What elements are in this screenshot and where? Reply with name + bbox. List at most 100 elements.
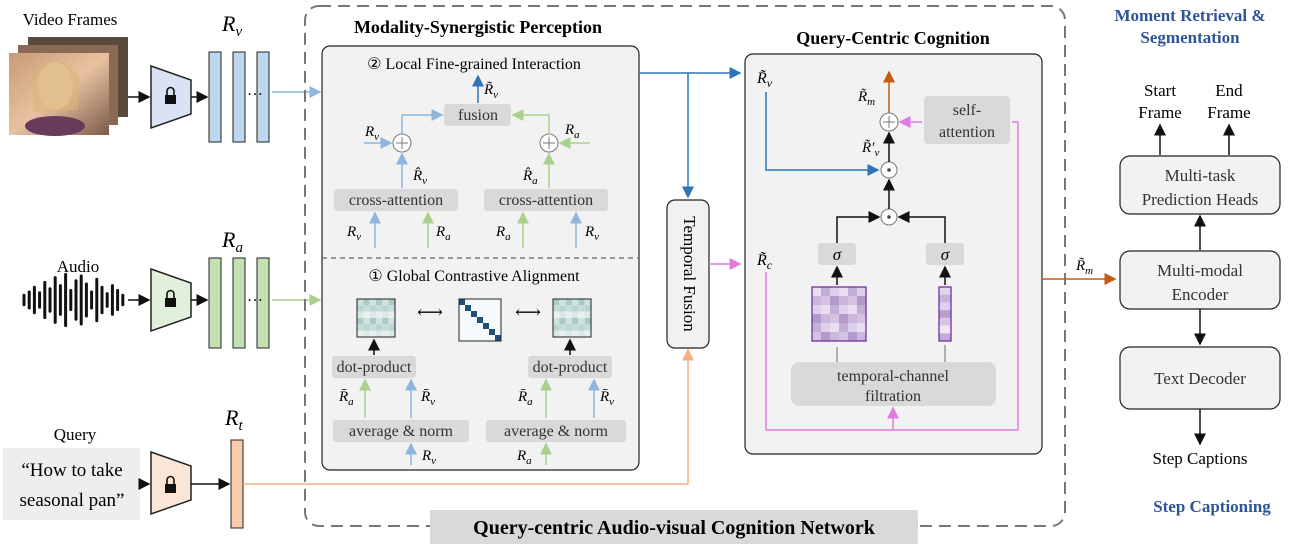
msp-title: Modality-Synergistic Perception — [354, 17, 602, 37]
matrix-cell — [812, 287, 821, 296]
matrix-cell — [565, 305, 572, 312]
matrix-cell — [459, 329, 465, 335]
matrix-cell — [388, 318, 395, 325]
average-norm-box-right — [486, 420, 626, 442]
matrix-cell — [471, 323, 477, 329]
matrix-cell — [376, 330, 383, 337]
matrix-cell — [572, 330, 579, 337]
vector-cell — [939, 317, 951, 326]
lock-icon — [165, 298, 176, 307]
matrix-cell — [459, 317, 465, 323]
matrix-cell — [578, 330, 585, 337]
matrix-cell — [388, 299, 395, 306]
qcc-box — [744, 53, 1043, 455]
vector-cell — [939, 294, 951, 303]
matrix-cell — [376, 305, 383, 312]
matrix-cell — [565, 330, 572, 337]
matrix-cell — [839, 305, 848, 314]
matrix-cell — [495, 329, 501, 335]
matrix-cell — [489, 311, 495, 317]
local-interaction-title: ② Local Fine-grained Interaction — [367, 56, 581, 73]
video-frames-label: Video Frames — [23, 10, 118, 29]
matrix-cell — [553, 311, 560, 318]
matrix-cell — [363, 299, 370, 306]
matrix-cell — [357, 330, 364, 337]
matrix-cell — [572, 318, 579, 325]
matrix-cell — [357, 324, 364, 331]
matrix-cell — [357, 299, 364, 306]
matrix-cell — [559, 305, 566, 312]
matrix-cell — [477, 305, 483, 311]
video-features: … — [208, 51, 270, 143]
matrix-cell — [376, 318, 383, 325]
audio-label: Audio — [57, 257, 100, 276]
sigma-box-left — [818, 243, 856, 265]
matrix-cell — [495, 335, 501, 341]
query-features — [230, 439, 244, 529]
matrix-cell — [477, 299, 483, 305]
matrix-cell — [357, 311, 364, 318]
matrix-cell — [559, 330, 566, 337]
matrix-cell — [565, 318, 572, 325]
cross-attention-box-right — [484, 189, 608, 211]
similarity-matrix-left — [356, 298, 396, 338]
matrix-cell — [553, 318, 560, 325]
start-frame-l2: Frame — [1138, 103, 1181, 122]
matrix-cell — [584, 324, 591, 331]
matrix-cell — [489, 329, 495, 335]
double-arrow-icon: ⟷ — [417, 302, 443, 322]
matrix-cell — [465, 311, 471, 317]
matrix-cell — [369, 330, 376, 337]
matrix-cell — [578, 299, 585, 306]
matrix-cell — [471, 299, 477, 305]
matrix-cell — [363, 311, 370, 318]
matrix-cell — [830, 296, 839, 305]
matrix-cell — [477, 329, 483, 335]
matrix-cell — [812, 332, 821, 341]
matrix-cell — [465, 335, 471, 341]
matrix-cell — [489, 335, 495, 341]
matrix-cell — [495, 323, 501, 329]
cross-attention-label-left: cross-attention — [349, 192, 443, 209]
matrix-cell — [821, 323, 830, 332]
matrix-cell — [471, 311, 477, 317]
similarity-matrix-right — [552, 298, 592, 338]
matrix-cell — [559, 324, 566, 331]
matrix-cell — [812, 323, 821, 332]
matrix-cell — [812, 314, 821, 323]
matrix-cell — [382, 299, 389, 306]
matrix-cell — [821, 332, 830, 341]
matrix-cell — [578, 311, 585, 318]
audio-features: … — [208, 257, 270, 349]
matrix-cell — [388, 311, 395, 318]
matrix-cell — [584, 318, 591, 325]
matrix-cell — [363, 305, 370, 312]
svg-text:…: … — [247, 288, 263, 305]
vector-cell — [939, 333, 951, 341]
audio-waveform-icon — [22, 272, 125, 328]
matrix-cell — [821, 305, 830, 314]
network-title-box — [430, 510, 918, 544]
matrix-cell — [821, 287, 830, 296]
identity-matrix — [458, 298, 502, 342]
average-norm-box-left — [333, 420, 469, 442]
matrix-cell — [459, 323, 465, 329]
matrix-cell — [477, 317, 483, 323]
matrix-cell — [857, 305, 866, 314]
matrix-cell — [369, 324, 376, 331]
matrix-cell — [465, 317, 471, 323]
matrix-cell — [471, 335, 477, 341]
matrix-cell — [839, 287, 848, 296]
matrix-cell — [812, 296, 821, 305]
matrix-cell — [459, 299, 465, 305]
matrix-cell — [553, 324, 560, 331]
vector-cell — [939, 325, 951, 334]
matrix-cell — [848, 305, 857, 314]
matrix-cell — [369, 299, 376, 306]
matrix-cell — [839, 296, 848, 305]
matrix-cell — [489, 323, 495, 329]
matrix-cell — [483, 329, 489, 335]
video-frames-image — [9, 37, 128, 136]
matrix-cell — [584, 305, 591, 312]
temporal-fusion-box — [666, 199, 710, 349]
